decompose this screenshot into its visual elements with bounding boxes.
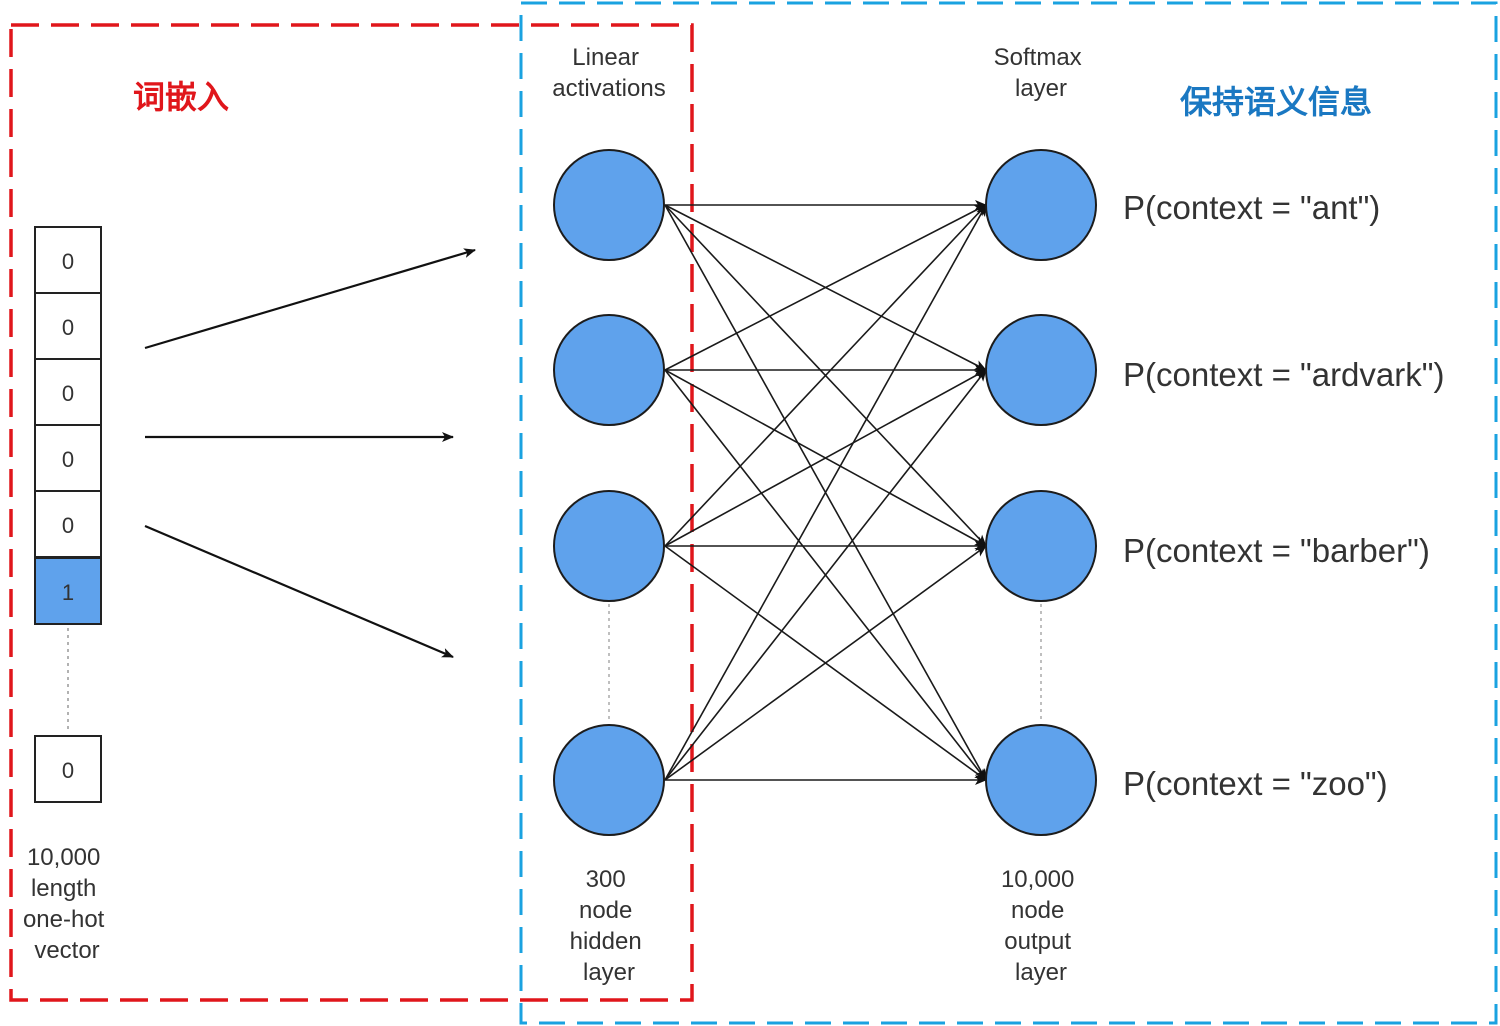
vector-cell-value: 0: [62, 513, 74, 538]
output-node: [985, 149, 1097, 261]
output-prob-label: P(context = "ardvark"): [1123, 356, 1444, 393]
one-hot-vector: 0 0 0 0 0 1 0: [34, 226, 102, 803]
hidden-node: [553, 314, 665, 426]
vector-cell-value: 0: [62, 249, 74, 274]
vector-cell-value: 0: [62, 447, 74, 472]
hidden-layer-header: Linear activations: [552, 44, 665, 102]
vector-cell: 0: [34, 226, 102, 294]
output-layer: [985, 149, 1097, 836]
output-node: [985, 724, 1097, 836]
embedding-title: 词嵌入: [133, 78, 229, 116]
output-node: [985, 314, 1097, 426]
output-prob-label: P(context = "barber"): [1123, 532, 1430, 569]
vector-cell-last: 0: [34, 735, 102, 803]
word-embedding-region: [9, 23, 694, 1002]
output-prob-label: P(context = "ant"): [1123, 189, 1380, 226]
vector-cell: 0: [34, 424, 102, 492]
hidden-node: [553, 724, 665, 836]
vector-cell: 0: [34, 358, 102, 426]
output-prob-label: P(context = "zoo"): [1123, 765, 1388, 802]
connection-edge: [664, 204, 987, 547]
vector-cell-value: 0: [62, 315, 74, 340]
connection-edge: [664, 204, 987, 781]
input-arrow-upper: [144, 248, 476, 350]
hidden-layer: [553, 149, 665, 836]
connection-edge: [664, 204, 987, 371]
vector-cell: 0: [34, 490, 102, 558]
vector-cell-active: 1: [34, 557, 102, 625]
connection-edges: [664, 200, 987, 785]
vector-cell-value: 1: [62, 580, 74, 605]
input-arrow-lower: [144, 524, 454, 659]
hidden-layer-label: 300 node hidden layer: [570, 866, 649, 986]
hidden-node: [553, 490, 665, 602]
connection-edge: [664, 545, 987, 781]
output-layer-header: Softmax layer: [994, 44, 1089, 102]
vector-cell-value: 0: [62, 381, 74, 406]
vector-cell-value: 0: [62, 758, 74, 783]
vector-cell: 0: [34, 292, 102, 360]
connection-edge: [664, 369, 987, 781]
output-layer-label: 10,000 node output layer: [1001, 866, 1081, 986]
connection-edge: [664, 369, 987, 547]
hidden-node: [553, 149, 665, 261]
semantic-preservation-region: [519, 1, 1498, 1025]
input-vector-label: 10,000 length one-hot vector: [23, 844, 111, 964]
semantic-title: 保持语义信息: [1180, 83, 1372, 121]
output-node: [985, 490, 1097, 602]
